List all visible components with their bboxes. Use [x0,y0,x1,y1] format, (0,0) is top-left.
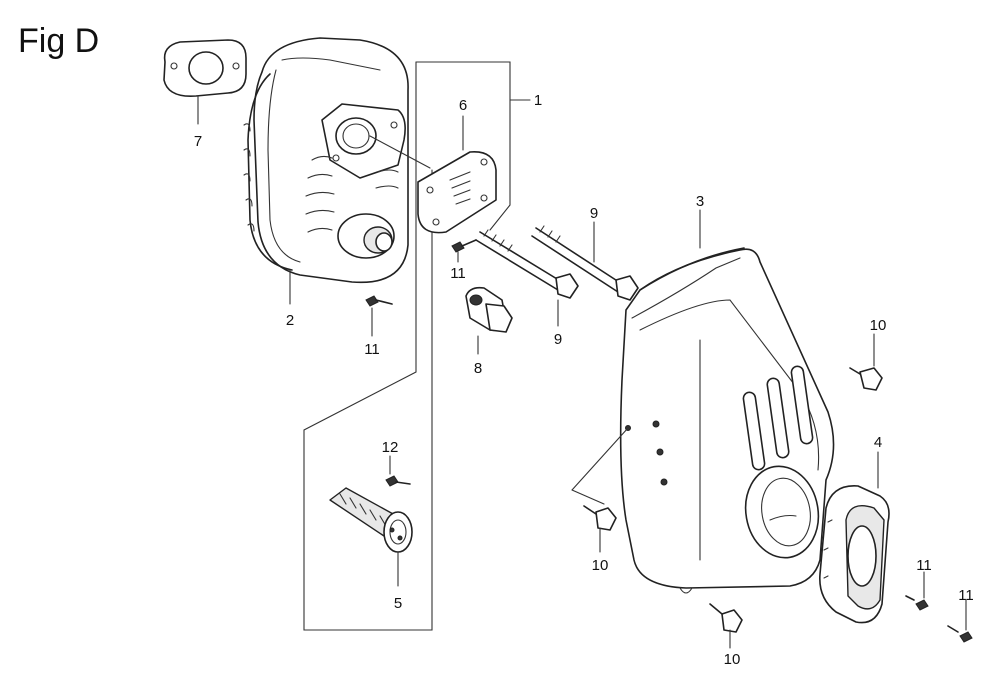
protector-leaders [571,427,629,505]
figure-title: Fig D [18,22,99,60]
part-12-screw [385,455,411,487]
part-8-fitting [465,286,513,355]
part-11-screw-c [905,571,929,611]
callout-6: 6 [459,97,467,114]
callout-5: 5 [394,595,402,612]
callout-11-right: 11 [916,557,932,574]
part-10-bolt-b [583,505,617,553]
part-11-screw-d [947,599,973,643]
callout-3: 3 [696,193,704,210]
part-4-deflector [819,451,890,624]
part-7-gasket [163,39,247,125]
callout-7: 7 [194,133,202,150]
callout-10-bottom: 10 [724,651,741,668]
part-10-bolt-a [849,333,883,391]
callout-9-lower: 9 [554,331,562,348]
part-9-bolt-b [531,221,639,301]
part-11-screw-a [451,239,477,263]
part-5-spark-arrester [329,487,413,587]
part-11-screw-b [365,295,393,337]
part-10-bolt-c [709,603,743,649]
callout-10-left: 10 [592,557,609,574]
assembly-bracket-part-1 [303,61,531,631]
callout-1: 1 [534,92,542,109]
part-9-bolt-a [475,229,579,327]
callout-8: 8 [474,360,482,377]
callout-2: 2 [286,312,294,329]
part-6-cover-plate [369,115,497,234]
callout-12: 12 [382,439,399,456]
callout-10-right: 10 [870,317,887,334]
callout-4: 4 [874,434,882,451]
part-2-muffler [243,37,409,305]
callout-11-left: 11 [364,341,380,358]
callout-11-far-right: 11 [958,587,974,604]
part-3-muffler-protector [619,209,835,594]
callout-9-upper: 9 [590,205,598,222]
callout-11-upper: 11 [450,265,466,282]
